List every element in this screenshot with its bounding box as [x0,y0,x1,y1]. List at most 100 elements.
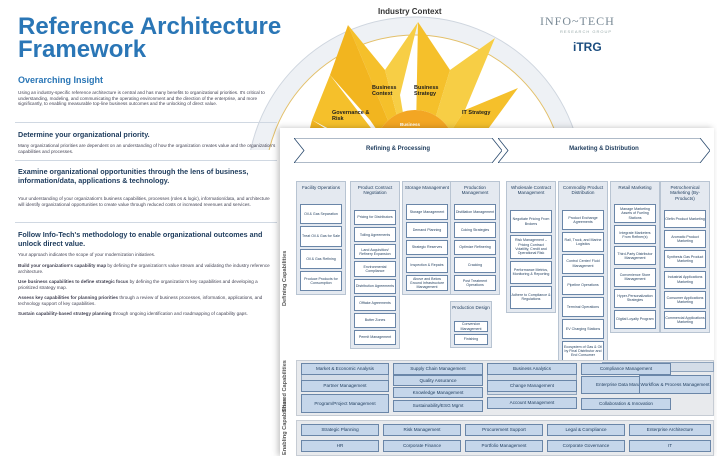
capability-cell: Pipeline Operations [562,275,604,296]
follow-intro: Your approach indicates the scope of you… [18,252,156,257]
capability-cell: Pricing for Distributors [354,210,396,226]
shared-capabilities-area: Market & Economic Analysis Supply Chain … [296,360,714,416]
enabling-capability: Corporate Governance [547,440,625,452]
divider [15,222,277,223]
enabling-capability: Portfolio Management [465,440,543,452]
capability-cell: Aromatic Product Marketing [664,230,706,249]
capability-column-title: Facility Operations [301,185,341,190]
capability-cell: Industrial Applications Marketing [664,270,706,289]
value-stream-marketing: Marketing & Distribution [498,138,710,163]
capability-cell: EV Charging Stations [562,319,604,340]
capability-cell: Distillation Management [454,204,496,220]
capability-cell: Coking Strategies [454,221,496,238]
capability-cell: Offtake Agreements [354,295,396,311]
insight-body: Using an industry-specific reference arc… [18,90,265,107]
info-tech-logo: INFO~TECH [540,14,615,28]
value-stream-marketing-label: Marketing & Distribution [569,146,639,152]
shared-capability: Knowledge Management [393,387,483,398]
wheel-label-it-strategy: IT Strategy [462,110,491,116]
capability-cell: Post Treatment Operations [454,275,496,291]
capability-cell: Third-Party Distributor Management [614,246,656,266]
examine-heading: Examine organizational opportunities thr… [18,167,249,185]
capability-cell: Environmental Compliance [354,261,396,277]
enabling-capability: HR [301,440,379,452]
wheel-label-business-context: Business Context [372,85,397,97]
capability-column-title: Wholesale Contract Management [510,185,552,196]
enabling-capability: Corporate Finance [383,440,461,452]
follow-item-2: Use business capabilities to define stra… [18,279,276,290]
capability-cell: Hyper-Personalization Strategies [614,288,656,308]
enabling-capability: Risk Management [383,424,461,436]
enabling-capability: Strategic Planning [301,424,379,436]
capability-cell: Treat Oil & Gas for Sale [300,226,342,247]
enabling-capabilities-label: Enabling Capabilities [282,398,288,455]
capability-cell: Control Center/ Fluid Management [562,253,604,274]
capability-cell: Oil & Gas Refining [300,248,342,269]
enabling-capability: Legal & Compliance [547,424,625,436]
capability-cell: Land Acquisition/ Refinery Expansion [354,244,396,260]
capability-column-title: Petrochemical Marketing (By-Products) [670,185,700,201]
page-title: Reference Architecture Framework [18,13,318,62]
shared-capability: Program/Project Management [301,394,389,413]
title-line-1: Reference Architecture [18,13,282,40]
capability-cell: Tolling Agreements [354,227,396,243]
capability-cell: Commercial Applications Marketing [664,310,706,329]
shared-capability: Partner Management [301,380,389,392]
divider [15,122,277,123]
shared-capability: Compliance Management [581,363,671,375]
capability-column-title: Storage Management [404,185,450,190]
shared-capability: Quality Assurance [393,375,483,386]
follow-item-4: Sustain capability-based strategy planni… [18,311,276,317]
follow-item-3-text: through a review of business processes, … [18,295,263,306]
follow-item-3: Assess key capabilities for planning pri… [18,295,276,306]
examine-body: Your understanding of your organization'… [18,196,270,207]
shared-capability: Supply Chain Management [393,363,483,375]
follow-item-1-text: by defining the organization's value str… [18,263,270,274]
priority-body: Many organizational priorities are depen… [18,143,276,154]
capability-cell: Risk Management – Pricing Contract Volat… [510,235,552,259]
capability-cell: Strategic Reserves [406,239,448,256]
shared-capability: Account Management [487,397,577,409]
reference-architecture-panel: Refining & Processing Marketing & Distri… [280,128,714,456]
capability-cell: Optimize Refinering [454,239,496,256]
capability-cell: Performance Metrics, Monitoring & Report… [510,260,552,284]
info-tech-logo-subtitle: RESEARCH GROUP [560,29,613,34]
capability-cell: Cracking [454,257,496,274]
capability-cell: Consumer Applications Marketing [664,290,706,309]
wheel-label-business: Business [400,122,421,127]
capability-cell: Product Exchange Agreements [562,210,604,230]
shared-capability: Workflow & Process Management [639,375,711,394]
capability-cell: Storage Management [406,204,448,220]
capability-cell: Ecosystem of Gas & Oil by Final Distribu… [562,341,604,361]
capability-column-production-design: Production Design Conversion Management … [450,301,492,348]
industry-context-label: Industry Context [378,7,442,16]
capability-cell: Terminal Operations [562,297,604,318]
capability-cell: Manage Marketing Assets of Fueling Stati… [614,204,656,224]
capability-cell: Butter Zones [354,312,396,328]
follow-item-1: Build your organization's capability map… [18,263,276,274]
capability-column-title: Retail Marketing [618,185,652,190]
capability-cell: Olefin Product Marketing [664,210,706,229]
capability-cell: Permit Management [354,329,396,345]
wheel-label-governance: Governance & Risk [332,110,370,122]
capability-cell: Distribution Agreements [354,278,396,294]
shared-capability: Business Analytics [487,363,577,375]
priority-heading: Determine your organizational priority. [18,130,150,139]
capability-cell: Above and Below Ground Infrastructure Ma… [406,275,448,291]
capability-column-title: Production Management [461,185,489,196]
enabling-capabilities-area: Strategic Planning Risk Management Procu… [296,420,714,456]
shared-capability: Market & Economic Analysis [301,363,389,375]
enabling-capability: Enterprise Architecture [629,424,711,436]
capability-cell: Negotiate Pricing From Brokers [510,210,552,234]
follow-item-3-bold: Assess key capabilities for planning pri… [18,295,119,300]
capability-column: Petrochemical Marketing (By-Products) Ole… [660,181,710,333]
defining-capabilities-label: Defining Capabilities [282,250,288,306]
enabling-capability: Procurement Support [465,424,543,436]
shared-capability: Sustainability/ESG Mgmt [393,400,483,412]
